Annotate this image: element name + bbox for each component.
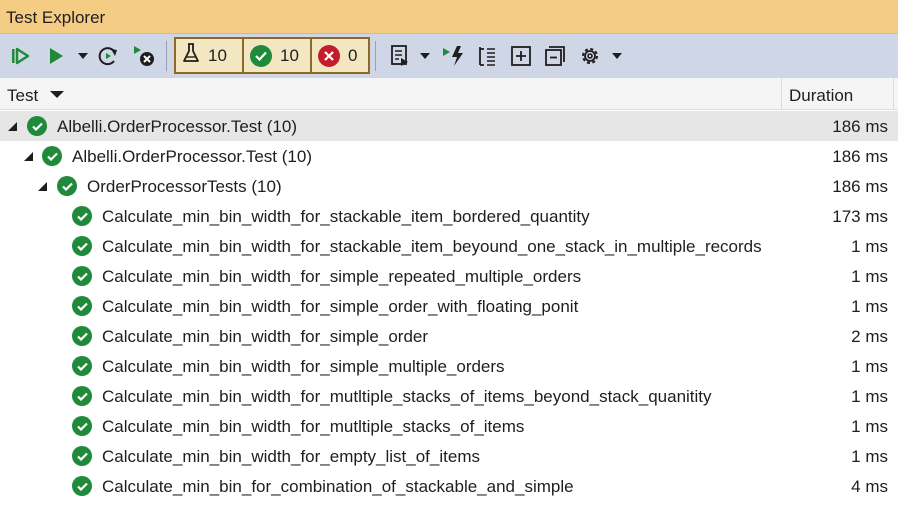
failed-icon	[318, 44, 340, 67]
test-name: Calculate_min_bin_width_for_simple_repea…	[102, 267, 582, 286]
settings-icon[interactable]	[576, 42, 604, 70]
test-duration: 186 ms	[832, 117, 888, 136]
column-divider[interactable]	[893, 78, 894, 110]
collapse-all-icon[interactable]	[542, 42, 568, 70]
test-name: Calculate_min_bin_width_for_simple_order…	[102, 297, 579, 316]
passed-icon	[72, 476, 92, 496]
passed-icon	[72, 356, 92, 376]
test-name: Calculate_min_bin_width_for_mutltiple_st…	[102, 417, 525, 436]
test-duration: 186 ms	[832, 147, 888, 166]
passed-tests-filter[interactable]: 10	[242, 37, 312, 74]
playlist-icon[interactable]	[386, 42, 414, 70]
test-row[interactable]: Calculate_min_bin_width_for_simple_multi…	[0, 351, 898, 381]
dropdown-icon[interactable]	[76, 42, 90, 70]
total-count: 10	[208, 45, 227, 65]
test-name: Calculate_min_bin_width_for_mutltiple_st…	[102, 387, 712, 406]
test-duration: 1 ms	[851, 417, 888, 436]
column-test[interactable]: Test	[7, 86, 39, 105]
window-title: Test Explorer	[6, 8, 106, 27]
test-name: Calculate_min_bin_width_for_simple_order	[102, 327, 429, 346]
sort-dropdown-icon[interactable]	[50, 91, 64, 98]
failed-tests-filter[interactable]: 0	[310, 37, 370, 74]
expand-arrow-icon[interactable]	[8, 122, 17, 131]
column-header: Test Duration	[0, 78, 898, 110]
test-row[interactable]: Calculate_min_bin_width_for_simple_order…	[0, 291, 898, 321]
toolbar-separator	[166, 41, 167, 71]
expand-arrow-icon[interactable]	[38, 182, 47, 191]
failed-count: 0	[348, 45, 358, 65]
passed-icon	[72, 446, 92, 466]
dropdown-icon[interactable]	[610, 42, 624, 70]
run-all-icon[interactable]	[8, 42, 34, 70]
test-name: Albelli.OrderProcessor.Test (10)	[57, 117, 297, 136]
run-on-build-icon[interactable]	[440, 42, 468, 70]
tree-group-row[interactable]: Albelli.OrderProcessor.Test (10) 186 ms	[0, 111, 898, 141]
tree-group-row[interactable]: OrderProcessorTests (10) 186 ms	[0, 171, 898, 201]
test-duration: 173 ms	[832, 207, 888, 226]
test-duration: 1 ms	[851, 447, 888, 466]
test-count-filters: 10 10 0	[174, 37, 370, 74]
flask-icon	[182, 42, 200, 69]
test-row[interactable]: Calculate_min_bin_width_for_empty_list_o…	[0, 441, 898, 471]
test-duration: 1 ms	[851, 297, 888, 316]
column-divider[interactable]	[781, 78, 782, 110]
test-duration: 1 ms	[851, 387, 888, 406]
test-row[interactable]: Calculate_min_bin_width_for_mutltiple_st…	[0, 381, 898, 411]
passed-icon	[72, 326, 92, 346]
toolbar	[0, 34, 898, 78]
test-name: Albelli.OrderProcessor.Test (10)	[72, 147, 312, 166]
test-name: OrderProcessorTests (10)	[87, 177, 282, 196]
repeat-last-run-icon[interactable]	[96, 42, 122, 70]
passed-icon	[72, 266, 92, 286]
group-by-icon[interactable]	[474, 42, 500, 70]
expand-arrow-icon[interactable]	[24, 152, 33, 161]
test-name: Calculate_min_bin_width_for_stackable_it…	[102, 207, 590, 226]
cancel-run-icon[interactable]	[130, 42, 158, 70]
expand-all-icon[interactable]	[508, 42, 534, 70]
test-row[interactable]: Calculate_min_bin_width_for_simple_order…	[0, 321, 898, 351]
test-name: Calculate_min_bin_width_for_stackable_it…	[102, 237, 762, 256]
passed-icon	[42, 146, 62, 166]
passed-icon	[72, 416, 92, 436]
tree-group-row[interactable]: Albelli.OrderProcessor.Test (10) 186 ms	[0, 141, 898, 171]
column-duration[interactable]: Duration	[789, 86, 854, 105]
test-duration: 186 ms	[832, 177, 888, 196]
passed-icon	[72, 236, 92, 256]
passed-count: 10	[280, 45, 299, 65]
passed-icon	[57, 176, 77, 196]
test-row[interactable]: Calculate_min_bin_width_for_stackable_it…	[0, 201, 898, 231]
test-duration: 1 ms	[851, 237, 888, 256]
total-tests-filter[interactable]: 10	[174, 37, 244, 74]
test-name: Calculate_min_bin_width_for_empty_list_o…	[102, 447, 480, 466]
passed-icon	[72, 206, 92, 226]
test-name: Calculate_min_bin_for_combination_of_sta…	[102, 477, 574, 496]
toolbar-separator	[375, 41, 376, 71]
test-duration: 2 ms	[851, 327, 888, 346]
test-name: Calculate_min_bin_width_for_simple_multi…	[102, 357, 505, 376]
passed-icon	[27, 116, 47, 136]
passed-icon	[72, 296, 92, 316]
test-duration: 1 ms	[851, 357, 888, 376]
title-bar: Test Explorer	[0, 0, 898, 34]
test-row[interactable]: Calculate_min_bin_width_for_stackable_it…	[0, 231, 898, 261]
test-duration: 4 ms	[851, 477, 888, 496]
passed-icon	[72, 386, 92, 406]
test-row[interactable]: Calculate_min_bin_width_for_mutltiple_st…	[0, 411, 898, 441]
run-icon[interactable]	[44, 42, 68, 70]
dropdown-icon[interactable]	[418, 42, 432, 70]
test-duration: 1 ms	[851, 267, 888, 286]
passed-icon	[250, 44, 272, 67]
test-row[interactable]: Calculate_min_bin_for_combination_of_sta…	[0, 471, 898, 501]
test-row[interactable]: Calculate_min_bin_width_for_simple_repea…	[0, 261, 898, 291]
